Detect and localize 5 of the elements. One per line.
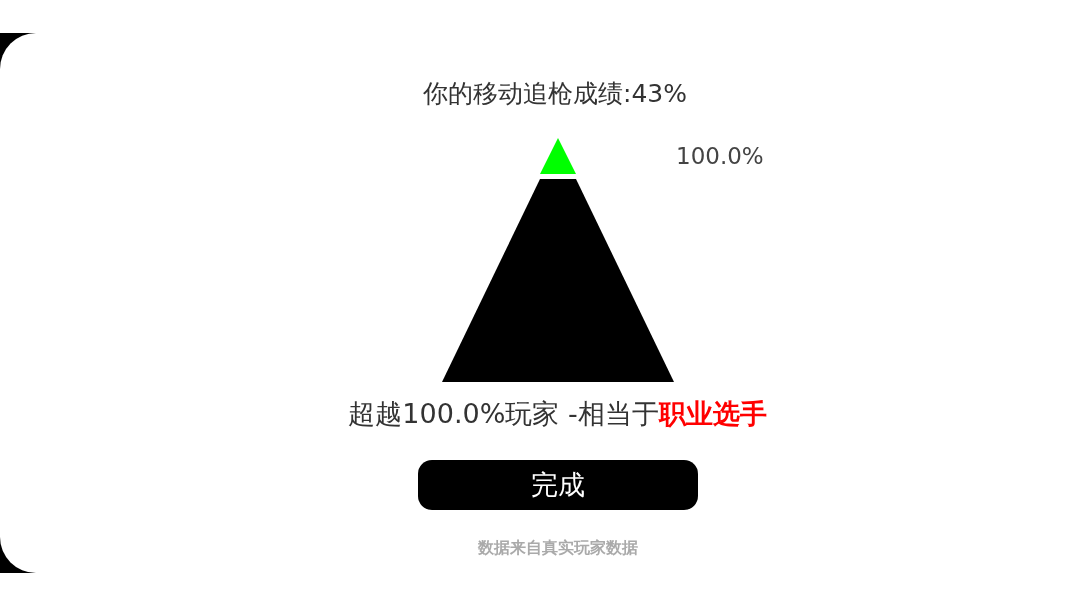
rank-sentence: 超越100.0%玩家 -相当于职业选手 bbox=[347, 397, 768, 431]
percentile-label: 100.0% bbox=[676, 143, 764, 169]
done-button: 完成 bbox=[418, 460, 698, 510]
source-note: 数据来自真实玩家数据 bbox=[477, 538, 639, 559]
score-heading: 你的移动追枪成绩:43% bbox=[422, 78, 688, 110]
